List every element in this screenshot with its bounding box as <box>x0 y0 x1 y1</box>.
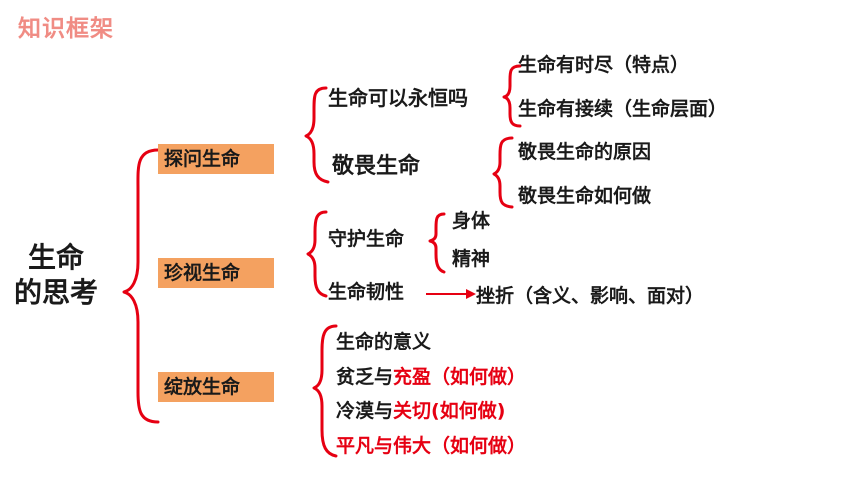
node-lengmo: 冷漠与关切(如何做) <box>336 402 505 421</box>
node-pinfa-part-2: 充盈 <box>393 366 432 388</box>
node-shouhu: 守护生命 <box>328 228 405 250</box>
node-jingwei-child-1: 敬畏生命的原因 <box>518 141 652 163</box>
branch-zhenshi: 珍视生命 <box>158 258 274 288</box>
arrow-head <box>466 289 476 299</box>
node-jingwei-child-2: 敬畏生命如何做 <box>518 185 652 207</box>
bracket-shouhu <box>428 212 446 274</box>
node-pinfa: 贫乏与充盈（如何做） <box>336 368 526 387</box>
node-yongheng: 生命可以永恒吗 <box>328 86 468 110</box>
node-yiyi: 生命的意义 <box>336 331 432 353</box>
node-pingfan: 平凡与伟大（如何做） <box>336 435 527 457</box>
node-pinfa-part-3: （如何做） <box>431 366 527 388</box>
node-renxing: 生命韧性 <box>328 281 405 303</box>
branch-zhanfang: 绽放生命 <box>158 372 274 402</box>
bracket-zhanfang <box>312 324 338 458</box>
bracket-zhenshi <box>306 210 328 298</box>
bracket-main <box>122 148 160 424</box>
node-shouhu-child-2: 精神 <box>452 248 491 270</box>
page-title: 知识框架 <box>18 16 114 42</box>
bracket-youheng <box>502 64 522 128</box>
center-line-1: 生命 <box>28 241 85 274</box>
node-shouhu-child-1: 身体 <box>452 210 491 232</box>
node-lengmo-part-1: 冷漠与 <box>336 400 394 422</box>
node-jingwei: 敬畏生命 <box>332 154 421 179</box>
branch-tanwen: 探问生命 <box>158 144 274 174</box>
bracket-tanwen <box>304 86 330 184</box>
node-cuozhe: 挫折（含义、影响、面对） <box>476 285 705 307</box>
bracket-jingwei <box>492 136 514 209</box>
center-node: 生命 的思考 <box>14 240 98 310</box>
node-lengmo-part-2: 关切(如何做) <box>393 400 506 422</box>
node-pinfa-part-1: 贫乏与 <box>336 366 394 388</box>
center-line-2: 的思考 <box>14 276 99 309</box>
node-yongheng-child-2: 生命有接续（生命层面） <box>518 98 728 120</box>
node-yongheng-child-1: 生命有时尽（特点） <box>518 54 690 76</box>
